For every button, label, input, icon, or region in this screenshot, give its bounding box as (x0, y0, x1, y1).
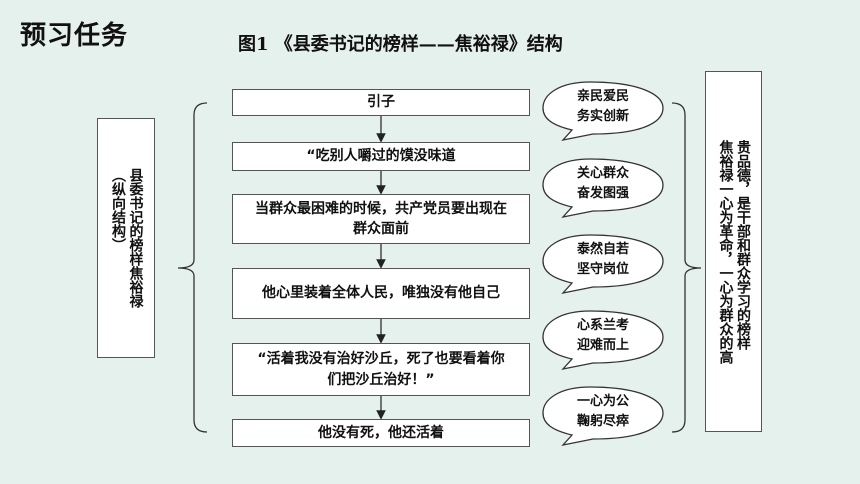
left-brace (177, 102, 208, 433)
step-6: 他没有死，他还活着 (232, 419, 530, 447)
bubble-text-1: 亲民爱民务实创新 (576, 89, 629, 124)
step-label: “活着我没有治好沙丘，死了也要看着你们把沙丘治好！” (257, 351, 505, 388)
step-2: “吃别人嚼过的馍没味道 (232, 142, 530, 171)
diagram-title: 图1 《县委书记的榜样——焦裕禄》结构 (238, 34, 563, 55)
bubble-4 (542, 310, 664, 371)
left-label: 县委书记的榜样焦裕禄（纵向结构） (110, 168, 144, 308)
bubble-2 (542, 158, 664, 219)
bubble-text-2: 关心群众奋发图强 (576, 166, 629, 201)
step-4: 他心里装着全体人民，唯独没有他自己 (232, 268, 530, 319)
bubble-5 (542, 386, 664, 447)
step-5: “活着我没有治好沙丘，死了也要看着你们把沙丘治好！” (232, 343, 530, 396)
bubble-1 (542, 81, 664, 142)
bubble-text-3: 泰然自若坚守岗位 (576, 242, 629, 277)
left-label-box: 县委书记的榜样焦裕禄（纵向结构） (97, 118, 155, 358)
step-label: 当群众最困难的时候，共产党员要出现在群众面前 (255, 200, 507, 237)
step-label: 引子 (367, 94, 395, 111)
step-label: “吃别人嚼过的馍没味道 (306, 148, 456, 165)
bubble-3 (542, 234, 664, 295)
bubble-text-5: 一心为公鞠躬尽瘁 (576, 394, 629, 429)
step-3: 当群众最困难的时候，共产党员要出现在群众面前 (232, 194, 530, 244)
right-label-box: 贵品德，是干部和群众学习的榜样焦裕禄一心为革命，一心为群众的高 (705, 71, 762, 432)
step-label: 他没有死，他还活着 (318, 424, 444, 441)
right-label: 贵品德，是干部和群众学习的榜样焦裕禄一心为革命，一心为群众的高 (717, 139, 752, 364)
right-brace (671, 102, 702, 433)
speech-bubbles (542, 81, 664, 447)
section-header: 预习任务 (20, 21, 129, 51)
bubble-text-4: 心系兰考迎难而上 (576, 318, 629, 353)
step-intro: 引子 (232, 89, 530, 116)
step-label: 他心里装着全体人民，唯独没有他自己 (262, 285, 500, 302)
